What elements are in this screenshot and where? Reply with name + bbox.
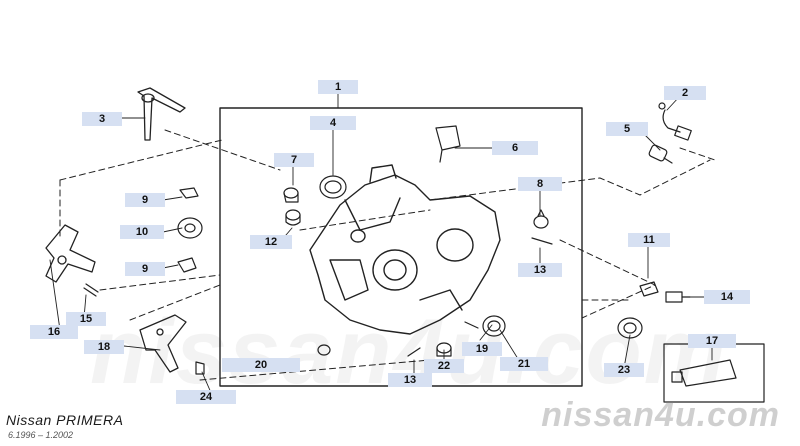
callout-19: 19 xyxy=(462,342,502,356)
callout-8: 8 xyxy=(518,177,562,191)
part-18-bracket xyxy=(139,314,187,373)
site-logo: nissan4u.com xyxy=(541,396,780,434)
callout-9-top: 9 xyxy=(125,193,165,207)
part-5-switch xyxy=(648,144,673,164)
model-name: Nissan PRIMERA xyxy=(6,412,124,428)
part-2-switch xyxy=(658,102,692,141)
callout-7: 7 xyxy=(274,153,314,167)
assembly-dashed-lines xyxy=(59,129,716,381)
callout-2: 2 xyxy=(664,86,706,100)
part-11-washer xyxy=(639,281,659,297)
callout-1: 1 xyxy=(318,80,358,94)
callout-21: 21 xyxy=(500,357,548,371)
part-3-lever xyxy=(137,87,186,141)
callout-10: 10 xyxy=(120,225,164,239)
part-15-pin xyxy=(83,283,99,297)
model-years: 6.1996 – 1.2002 xyxy=(8,430,74,440)
callout-5: 5 xyxy=(606,122,648,136)
part-23-seal xyxy=(617,317,643,339)
callout-22: 22 xyxy=(424,359,464,373)
callout-11: 11 xyxy=(628,233,670,247)
callout-14: 14 xyxy=(704,290,750,304)
part-17-box xyxy=(663,343,765,403)
callout-12: 12 xyxy=(250,235,292,249)
callout-3: 3 xyxy=(82,112,122,126)
part-10-bearing xyxy=(177,217,203,239)
part-17-sealant-tube xyxy=(671,359,737,387)
part-20-plug xyxy=(317,344,331,356)
callout-16: 16 xyxy=(30,325,78,339)
part-8-breather xyxy=(533,209,549,229)
part-1-transmission-case xyxy=(309,164,501,335)
part-16-fork xyxy=(45,224,96,283)
part-19-pin xyxy=(464,321,479,329)
part-13-plug-right xyxy=(531,237,553,245)
callout-4: 4 xyxy=(310,116,356,130)
part-22-cap xyxy=(436,342,452,357)
part-21-seal xyxy=(482,315,506,337)
part-13-plug-bottom xyxy=(407,347,421,357)
callout-6: 6 xyxy=(492,141,538,155)
part-24-bolt xyxy=(195,361,205,375)
part-9-clip-top xyxy=(179,187,199,199)
part-12-pin xyxy=(285,209,301,226)
callout-24: 24 xyxy=(176,390,236,404)
callout-20: 20 xyxy=(222,358,300,372)
part-9-clip-bottom xyxy=(177,257,197,273)
part-4-seal xyxy=(319,175,347,199)
part-7-bushing xyxy=(283,187,299,203)
callout-23: 23 xyxy=(604,363,644,377)
callout-9-bottom: 9 xyxy=(125,262,165,276)
callout-18: 18 xyxy=(84,340,124,354)
part-14-switch xyxy=(665,291,691,303)
part-6-bracket xyxy=(435,125,461,163)
callout-13-right: 13 xyxy=(518,263,562,277)
callout-17: 17 xyxy=(688,334,736,348)
callout-15: 15 xyxy=(66,312,106,326)
callout-13-bottom: 13 xyxy=(388,373,432,387)
